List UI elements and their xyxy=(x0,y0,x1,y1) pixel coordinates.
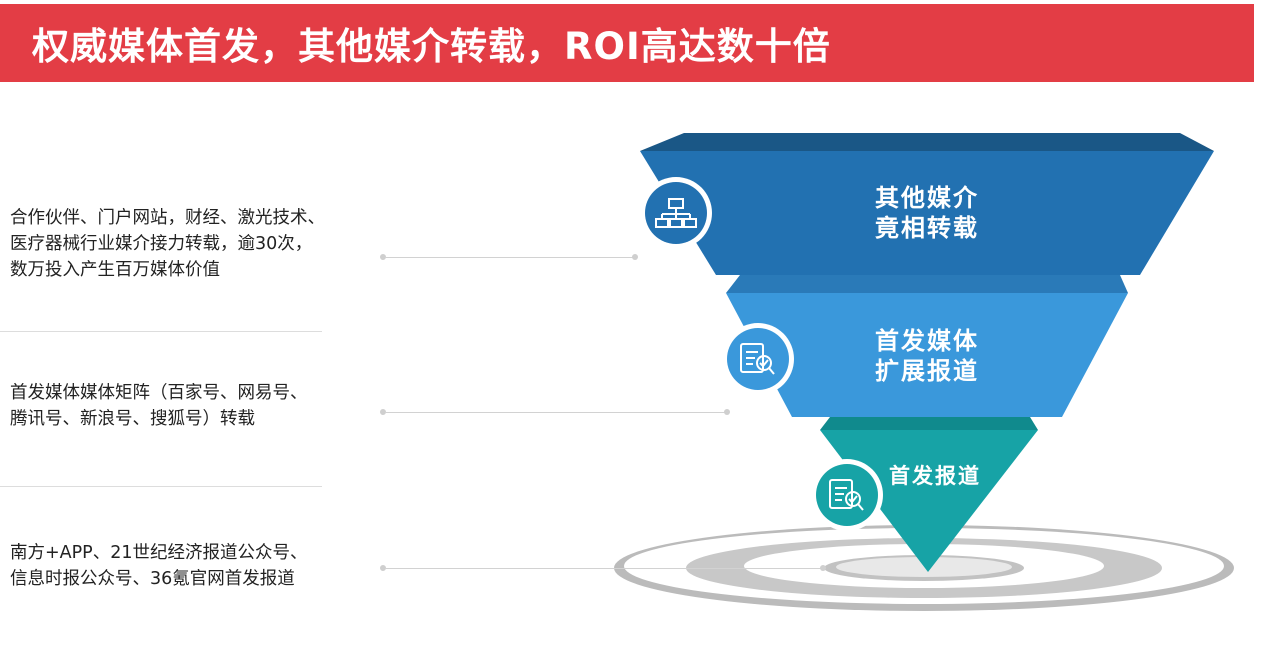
leader-line xyxy=(386,412,726,413)
description-other-media: 合作伙伴、门户网站，财经、激光技术、 医疗器械行业媒介接力转载，逾30次， 数万… xyxy=(10,205,325,283)
leader-line xyxy=(386,568,822,569)
layer-first-media-expansion-top xyxy=(726,275,1128,293)
layer-first-media-expansion-label-line2: 扩展报道 xyxy=(875,357,979,385)
description-line: 数万投入产生百万媒体价值 xyxy=(10,260,220,280)
layer-other-media-label-line2: 竟相转载 xyxy=(875,214,979,242)
layer-other-media-top xyxy=(640,133,1214,151)
page-title: 权威媒体首发，其他媒介转载，ROI高达数十倍 xyxy=(32,25,831,68)
leader-dot xyxy=(820,565,826,571)
layer-other-media xyxy=(640,151,1214,275)
org-chart-icon xyxy=(655,198,697,228)
description-line: 首发媒体媒体矩阵（百家号、网易号、 xyxy=(10,383,308,403)
document-check-icon xyxy=(740,343,775,375)
document-check-icon-badge xyxy=(811,459,883,531)
layer-other-media-label-line1: 其他媒介 xyxy=(875,184,979,212)
description-line: 合作伙伴、门户网站，财经、激光技术、 xyxy=(10,208,325,228)
layer-first-media-expansion xyxy=(726,293,1128,417)
layer-first-media-expansion-label-line1: 首发媒体 xyxy=(875,327,979,355)
leader-dot xyxy=(380,254,386,260)
document-check-icon-badge xyxy=(722,323,794,395)
leader-dot xyxy=(632,254,638,260)
leader-dot xyxy=(380,565,386,571)
description-first-report: 南方+APP、21世纪经济报道公众号、 信息时报公众号、36氪官网首发报道 xyxy=(10,540,308,592)
description-line: 医疗器械行业媒介接力转载，逾30次， xyxy=(10,234,313,254)
description-line: 南方+APP、21世纪经济报道公众号、 xyxy=(10,543,308,563)
title-banner: 权威媒体首发，其他媒介转载，ROI高达数十倍 xyxy=(0,4,1254,82)
org-chart-icon-badge xyxy=(640,177,712,249)
layer-first-report xyxy=(820,430,1038,572)
leader-line xyxy=(386,257,634,258)
leader-dot xyxy=(724,409,730,415)
layer-first-report-top xyxy=(820,417,1038,430)
separator-line xyxy=(0,486,322,487)
base-ring-center xyxy=(836,557,1012,577)
separator-line xyxy=(0,331,322,332)
description-first-media-expansion: 首发媒体媒体矩阵（百家号、网易号、 腾讯号、新浪号、搜狐号）转载 xyxy=(10,380,308,432)
description-line: 腾讯号、新浪号、搜狐号）转载 xyxy=(10,409,255,429)
document-check-icon xyxy=(829,479,864,511)
layer-first-report-label: 首发报道 xyxy=(889,464,981,488)
description-line: 信息时报公众号、36氪官网首发报道 xyxy=(10,569,295,589)
leader-dot xyxy=(380,409,386,415)
